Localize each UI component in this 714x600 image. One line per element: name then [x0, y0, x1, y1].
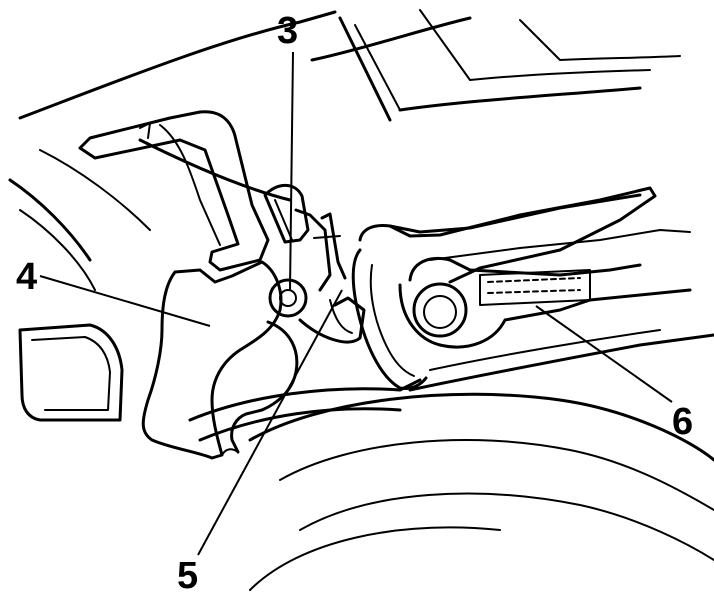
callout-4: 4 [16, 256, 38, 298]
hood-hook [141, 260, 299, 460]
wheel-arch-lines [188, 378, 714, 591]
leader-5 [197, 289, 343, 556]
striker-lever [351, 186, 692, 390]
latch-mechanism [263, 183, 366, 344]
leader-3 [289, 51, 294, 291]
leader-4 [39, 275, 211, 327]
leader-lines [39, 51, 673, 556]
callout-6: 6 [672, 401, 694, 443]
safety-bracket [78, 110, 270, 272]
lower-contour [408, 329, 714, 392]
body-panel-lines [8, 9, 681, 291]
callout-5: 5 [177, 555, 199, 597]
callout-3: 3 [277, 10, 299, 52]
left-panel-opening [18, 323, 124, 422]
leader-6 [535, 305, 673, 403]
